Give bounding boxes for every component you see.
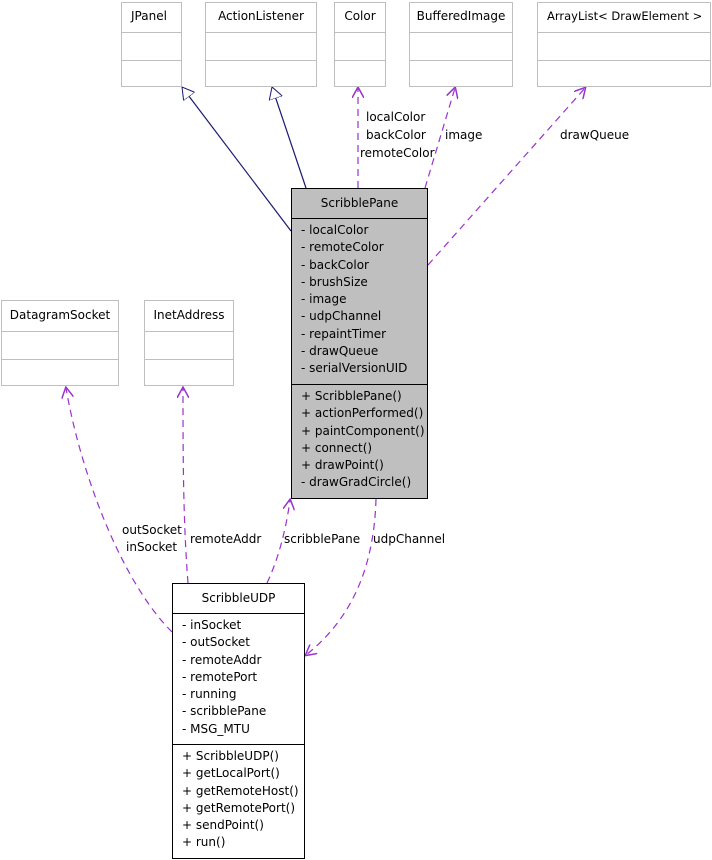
class-name: JPanel (131, 9, 167, 23)
member-item: + drawPoint() (301, 458, 384, 473)
class-name: InetAddress (153, 308, 225, 322)
role-label-scribblepane: scribblePane (284, 532, 361, 546)
attributes-section (538, 32, 710, 60)
member-item: + paintComponent() (301, 423, 425, 438)
methods-section (122, 60, 181, 86)
class-name: ActionListener (218, 9, 304, 23)
member-item: - brushSize (301, 274, 368, 289)
use-scribbleudp-link (306, 498, 377, 655)
attributes-section: - localColor - remoteColor - backColor - br… (292, 218, 427, 384)
attributes-section (122, 32, 181, 60)
use-scribblepane-link (266, 500, 290, 584)
use-bufferedimage-link (424, 88, 455, 189)
methods-section (538, 60, 710, 86)
methods-section: + ScribbleUDP() + getLocalPort() + getRemo… (173, 744, 304, 858)
member-item: - localColor (301, 223, 369, 237)
member-item: - drawGradCircle() (301, 475, 412, 490)
role-label-insocket: inSocket (126, 540, 178, 554)
class-name: ScribblePane (320, 196, 399, 210)
attributes-section: - inSocket - outSocket - remoteAddr - remot… (173, 613, 304, 744)
role-label-localcolor: localColor (366, 110, 426, 124)
use-datagramsocket-link (66, 388, 173, 633)
member-item: - remoteColor (301, 240, 384, 255)
class-scribblepane[interactable]: ScribblePane - localColor- remoteColor- … (291, 188, 428, 499)
methods-section: + ScribblePane() + actionPerformed() + pai… (292, 384, 427, 498)
methods-section (206, 60, 316, 86)
member-item: - image (301, 292, 347, 307)
class-jpanel[interactable]: JPanel (121, 2, 182, 87)
member-item: + getRemoteHost() (182, 783, 299, 798)
role-label-outsocket: outSocket (122, 523, 182, 537)
member-item: - drawQueue (301, 344, 379, 359)
member-item: + getRemotePort() (182, 800, 296, 815)
class-bufferedimage[interactable]: BufferedImage (409, 2, 513, 87)
methods-section (145, 359, 233, 385)
attributes-section (2, 331, 118, 359)
use-arraylist-link (427, 88, 585, 266)
member-item: - remoteAddr (182, 652, 262, 667)
member-item: + run() (182, 835, 226, 850)
class-name: Color (344, 9, 376, 23)
inherit-actionlistener-link (272, 87, 307, 189)
member-item: - outSocket (182, 635, 250, 650)
member-item: + connect() (301, 440, 373, 455)
class-inetaddress[interactable]: InetAddress (144, 300, 234, 386)
member-item: - udpChannel (301, 309, 382, 324)
role-label-remoteaddr: remoteAddr (190, 532, 262, 546)
role-label-drawqueue: drawQueue (560, 128, 630, 142)
member-item: - repaintTimer (301, 326, 387, 341)
class-name: BufferedImage (416, 9, 506, 23)
member-item: + ScribblePane() (301, 389, 402, 403)
class-datagramsocket[interactable]: DatagramSocket (1, 300, 119, 386)
class-name: DatagramSocket (9, 308, 111, 322)
attributes-section (410, 32, 512, 60)
member-item: + sendPoint() (182, 818, 264, 833)
class-actionlistener[interactable]: ActionListener (205, 2, 317, 87)
methods-section (335, 60, 385, 86)
member-item: - remotePort (182, 669, 258, 684)
member-item: - MSG_MTU (182, 721, 250, 736)
member-item: - serialVersionUID (301, 361, 408, 376)
member-item: + getLocalPort() (182, 766, 280, 781)
role-label-image: image (445, 128, 483, 142)
member-item: - backColor (301, 257, 369, 272)
class-color[interactable]: Color (334, 2, 386, 87)
role-label-backcolor: backColor (366, 128, 426, 142)
role-label-udpchannel: udpChannel (373, 532, 446, 546)
attributes-section (206, 32, 316, 60)
class-name: ArrayList< DrawElement > (547, 9, 703, 23)
class-arraylist[interactable]: ArrayList< DrawElement > (537, 2, 711, 87)
class-scribbleudp[interactable]: ScribbleUDP - inSocket - outSocket - remot… (172, 583, 305, 859)
class-name: ScribbleUDP (201, 591, 276, 605)
use-inetaddress-link (183, 388, 188, 584)
member-item: - running (182, 687, 237, 702)
attributes-section (335, 32, 385, 60)
attributes-section (145, 331, 233, 359)
member-item: + actionPerformed() (301, 406, 424, 421)
methods-section (410, 60, 512, 86)
methods-section (2, 359, 118, 385)
inherit-jpanel-link (182, 87, 292, 232)
role-label-remotecolor: remoteColor (360, 146, 435, 160)
member-item: - inSocket (182, 618, 242, 632)
member-item: - scribblePane (182, 704, 267, 719)
member-item: + ScribbleUDP() (182, 749, 279, 763)
